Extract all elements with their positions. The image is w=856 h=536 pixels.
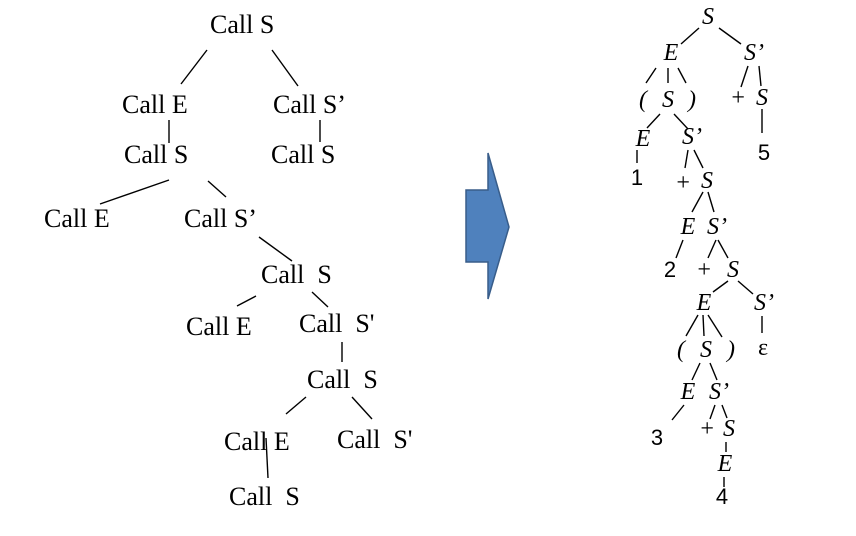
parse-node: S’ (709, 379, 729, 405)
call-node: Call S (229, 482, 300, 511)
parse-node: E (663, 40, 679, 66)
parse-tree-edge (685, 314, 699, 337)
parse-node: + (699, 416, 715, 442)
parse-tree-edge (707, 191, 715, 213)
call-tree-edge (351, 396, 373, 420)
call-node: Call S (261, 260, 332, 289)
parse-node: S’ (744, 40, 764, 66)
parse-node: E (717, 451, 733, 477)
call-tree-edge (99, 179, 170, 205)
parse-node: 4 (716, 484, 728, 509)
call-node: Call E (122, 90, 188, 119)
parse-node: S (727, 257, 739, 283)
parse-node: + (696, 257, 712, 283)
parse-node: E (680, 379, 696, 405)
parse-tree-edge (702, 314, 705, 337)
parse-tree-edge (709, 404, 716, 420)
parse-node: S (662, 87, 674, 113)
call-tree-edge (311, 291, 329, 308)
call-node: Call E (44, 204, 110, 233)
parse-node: E (696, 290, 712, 316)
call-tree-edge (285, 396, 307, 415)
right-arrow-icon (465, 152, 510, 300)
parse-node: S’ (707, 214, 727, 240)
parse-node: 1 (631, 165, 643, 190)
parse-node: E (635, 126, 651, 152)
call-tree-edge (180, 49, 208, 85)
parse-tree-edge (691, 191, 704, 213)
call-node: Call S' (299, 309, 374, 338)
parse-tree-edge (671, 404, 685, 421)
parse-tree-edge (737, 280, 754, 295)
parse-tree-edge (684, 149, 689, 169)
call-node: Call S’ (273, 90, 346, 119)
parse-tree-edge (740, 65, 749, 88)
parse-tree-edge (717, 239, 729, 259)
call-tree-edge (258, 236, 293, 262)
parse-tree-edge (673, 113, 689, 130)
parse-node: S (701, 168, 713, 194)
parse-tree-edge (693, 149, 704, 169)
parse-node: 2 (664, 257, 676, 282)
parse-tree: S E S’ ( S ) + S 5 E S’ 1 + S E S’ 2 + S… (631, 4, 774, 509)
call-node: Call S (210, 10, 274, 39)
parse-node: S (723, 416, 735, 442)
parse-tree-edge (712, 280, 729, 293)
parse-tree-edge (675, 239, 684, 259)
call-node: Call E (224, 427, 290, 456)
parse-tree-edge (691, 362, 701, 381)
parse-node: S’ (682, 124, 702, 150)
parse-node: ) (686, 87, 696, 113)
parse-tree-edges (636, 27, 763, 487)
parse-tree-edge (758, 65, 762, 87)
parse-node: 5 (758, 140, 770, 165)
call-node: Call S’ (184, 204, 257, 233)
call-tree-edge (207, 180, 227, 198)
parse-node: ( (677, 337, 687, 363)
parse-node: S (756, 85, 768, 111)
call-tree-edge (271, 49, 299, 87)
call-node: Call S' (337, 425, 412, 454)
call-tree-edge (236, 295, 257, 307)
parse-tree-edge (707, 239, 717, 259)
parse-node: + (730, 85, 746, 111)
parse-tree-edge (718, 27, 742, 45)
call-tree: Call S Call E Call S’ Call S Call S Call… (44, 10, 412, 511)
parse-node: S’ (754, 290, 774, 316)
call-node: Call S (307, 365, 378, 394)
call-node: Call S (124, 140, 188, 169)
parse-node: S (702, 4, 714, 30)
parse-tree-edge (645, 67, 657, 84)
parse-tree-edge (680, 27, 700, 45)
parse-tree-edge (709, 362, 718, 381)
parse-tree-edge (646, 113, 661, 129)
parse-node: + (675, 170, 691, 196)
call-node: Call E (186, 312, 252, 341)
parse-node: S (700, 337, 712, 363)
parse-tree-edge (707, 314, 723, 338)
parse-tree-edge (721, 404, 728, 419)
parse-node: ε (758, 335, 768, 361)
call-node: Call S (271, 140, 335, 169)
parse-tree-edge (677, 67, 687, 84)
parse-node: E (680, 214, 696, 240)
parse-node: ( (639, 87, 649, 113)
parse-node: ) (725, 337, 735, 363)
parse-node: 3 (651, 425, 663, 450)
call-tree-edges (99, 49, 373, 479)
call-tree-edge (265, 437, 269, 479)
